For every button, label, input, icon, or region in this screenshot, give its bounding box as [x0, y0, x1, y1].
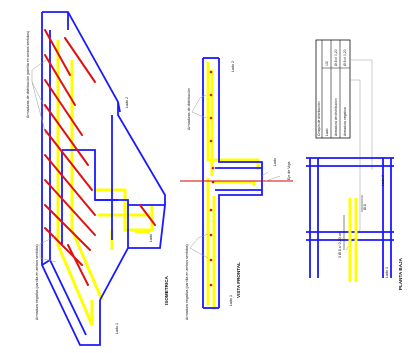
- iso-distribution-bars: [44, 29, 156, 286]
- plan-dim-right: Ø 8: [363, 204, 367, 210]
- frontal-leaders: [189, 94, 281, 259]
- plan-dim-left: 3 Ø 8 c/ 0,20 cm: [338, 232, 342, 258]
- iso-lado-mid: Lado: [149, 234, 153, 242]
- table-header-1: Armadura de distribución: [334, 98, 338, 136]
- plan-lado-top: Lado 2: [381, 175, 385, 186]
- plan-lado-bottom: Lado 1: [385, 267, 389, 278]
- iso-title: ISOMETRICA: [164, 275, 169, 305]
- plan-dimension: [343, 195, 363, 250]
- iso-lado-bottom: Lado 1: [115, 323, 119, 334]
- frontal-eje: Eje de Viga: [287, 162, 291, 180]
- iso-main-bars: [56, 40, 154, 326]
- iso-labels: Armaduras de distribución (parrilla en a…: [26, 31, 169, 334]
- frontal-concrete-outline: [202, 57, 263, 309]
- table-cell-2: Ø 8 c/ 0,20: [343, 49, 347, 66]
- frontal-view: Armaduras de distribución Armadura negat…: [180, 57, 293, 320]
- frontal-labels: Armaduras de distribución Armadura negat…: [185, 61, 291, 320]
- frontal-lado-bottom: Lado 1: [229, 295, 233, 306]
- plan-title: PLANTA BAJA: [398, 257, 403, 290]
- plan-structure: [306, 157, 394, 278]
- frontal-lado-mid: Lado: [273, 158, 277, 166]
- frontal-main-bars: [206, 62, 260, 310]
- iso-label-distribution: Armaduras de distribución (parrilla en a…: [26, 31, 30, 118]
- frontal-title: VISTA FRONTAL: [236, 262, 241, 298]
- plan-table: Croquis de distribución Lado Armadura de…: [315, 39, 351, 139]
- plan-main-bars: [348, 198, 358, 282]
- plan-view: Croquis de distribución Lado Armadura de…: [306, 39, 403, 290]
- frontal-label-distribution: Armaduras de distribución: [187, 88, 191, 130]
- plan-labels: Lado 2 3 Ø 8 c/ 0,20 cm Ø 8 Lado 1 PLANT…: [338, 175, 403, 290]
- frontal-label-negative: Armadura negativa (parrilla en ambos sen…: [185, 244, 189, 320]
- iso-label-negative: Armadura negativa (parrilla en ambos sen…: [35, 244, 39, 320]
- iso-leaders: [31, 59, 57, 263]
- table-header-2: Armadura negativa: [343, 107, 347, 136]
- table-cell-0: 1/2: [325, 61, 329, 66]
- frontal-lado-top: Lado 2: [231, 61, 235, 72]
- table-title: Croquis de distribución: [317, 101, 321, 136]
- iso-lado-top: Lado 2: [125, 97, 129, 108]
- table-cell-1: Ø 8 c/ 0,20: [334, 49, 338, 66]
- isometric-view: Armaduras de distribución (parrilla en a…: [26, 11, 169, 346]
- iso-concrete-outline: [41, 11, 167, 346]
- table-header-0: Lado: [325, 128, 329, 136]
